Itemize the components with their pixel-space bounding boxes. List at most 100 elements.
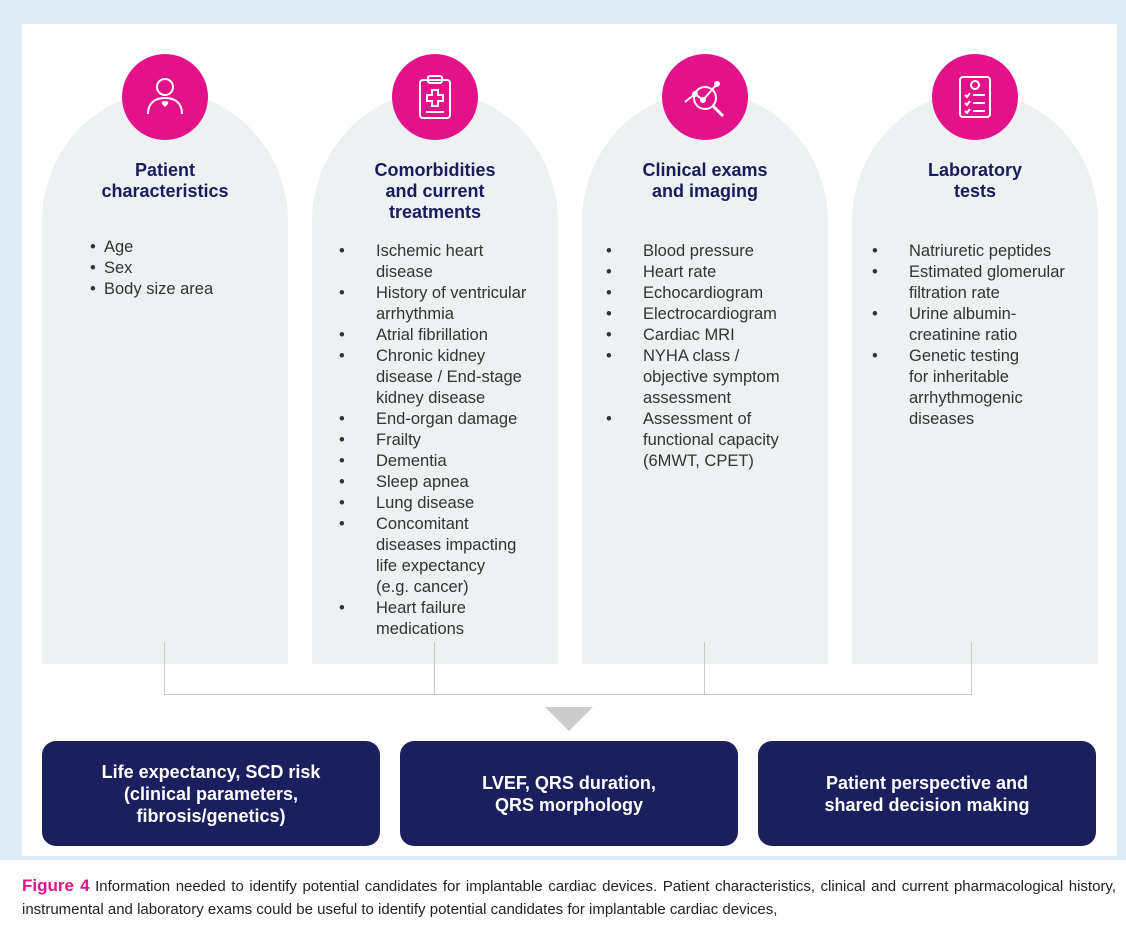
output-line: shared decision making (824, 794, 1030, 815)
list-item-line: Frailty (376, 431, 421, 449)
figure-panel: Patient characteristics Age Sex Body siz… (22, 24, 1117, 856)
list-item: Age (90, 237, 213, 258)
column-patient-characteristics: Patient characteristics Age Sex Body siz… (42, 54, 288, 664)
list-item-line: assessment (643, 389, 732, 407)
column-title-line: and current (385, 181, 485, 201)
column-title-line: characteristics (101, 181, 229, 201)
output-line: fibrosis/genetics) (136, 805, 286, 826)
list-item: Lung disease (339, 493, 526, 514)
list-item-line: Heart failure (376, 599, 466, 617)
list-item-line: Sleep apnea (376, 473, 469, 491)
list-item: Heart rate (606, 262, 780, 283)
list-item-line: Natriuretic peptides (909, 242, 1052, 260)
column-title: Clinical exams and imaging (582, 160, 828, 202)
list-item-line: kidney disease (376, 389, 486, 407)
output-line: (clinical parameters, (123, 783, 299, 804)
list-item-line: Cardiac MRI (643, 326, 735, 344)
output-box-life-expectancy: Life expectancy, SCD risk (clinical para… (42, 741, 380, 846)
list-item: End-organ damage (339, 409, 526, 430)
list-item: Genetic testing for inheritable arrhythmog… (872, 346, 1065, 430)
list-item-line: disease (376, 263, 433, 281)
list-item: Natriuretic peptides (872, 241, 1065, 262)
list-item: Body size area (90, 279, 213, 300)
list-item-line: medications (376, 620, 465, 638)
column-title-line: treatments (388, 202, 482, 222)
list-item-line: functional capacity (643, 431, 779, 449)
column-title: Comorbidities and current treatments (312, 160, 558, 223)
caption-line: Information needed to identify potential… (95, 878, 949, 895)
list-item-line: History of ventricular (376, 284, 527, 302)
column-title: Laboratory tests (852, 160, 1098, 202)
list-item-line: life expectancy (376, 557, 486, 575)
list-item-line: Atrial fibrillation (376, 326, 488, 344)
list-item: Urine albumin-creatinine ratio (872, 304, 1065, 346)
list-item: Frailty (339, 430, 526, 451)
list-item-line: Electrocardiogram (643, 305, 777, 323)
output-box-patient-perspective: Patient perspective and shared decision … (758, 741, 1096, 846)
column-clinical-exams: Clinical exams and imaging Blood pressur… (582, 54, 828, 664)
list-item-line: creatinine ratio (909, 326, 1018, 344)
list-item-line: Urine albumin- (909, 305, 1017, 323)
chart-magnifier-icon (662, 54, 748, 140)
caption-line: pharmacological history, instrumental an… (22, 878, 1116, 918)
output-box-lvef-qrs: LVEF, QRS duration, QRS morphology (400, 741, 738, 846)
column-title-line: Patient (134, 160, 195, 180)
output-line: Life expectancy, SCD risk (101, 761, 321, 782)
item-list: Ischemic heart diseaseHistory of ventricu… (339, 241, 526, 640)
column-title-line: tests (953, 181, 997, 201)
list-item-line: NYHA class / (643, 347, 740, 365)
list-item: History of ventricular arrhythmia (339, 283, 526, 325)
list-item: Blood pressure (606, 241, 780, 262)
connector-line (164, 642, 165, 694)
connector-line (434, 642, 435, 694)
column-title-line: Laboratory (927, 160, 1023, 180)
item-list: Blood pressureHeart rateEchocardiogramEl… (606, 241, 780, 472)
list-item-line: objective symptom (643, 368, 780, 386)
figure-label: Figure 4 (22, 876, 90, 895)
list-item: Echocardiogram (606, 283, 780, 304)
list-item-line: (e.g. cancer) (376, 578, 469, 596)
column-title-line: Clinical exams (642, 160, 768, 180)
list-item: NYHA class / objective symptom assessment (606, 346, 780, 409)
column-title-line: Comorbidities (374, 160, 496, 180)
output-line: QRS morphology (494, 794, 643, 815)
down-arrow-icon (545, 707, 593, 731)
connector-line (971, 642, 972, 694)
list-item-line: Heart rate (643, 263, 717, 281)
connector-line (704, 642, 705, 694)
output-line: Patient perspective and (825, 772, 1029, 793)
list-item-line: arrhythmia (376, 305, 454, 323)
list-item: Dementia (339, 451, 526, 472)
list-item-line: Dementia (376, 452, 447, 470)
list-item-line: Echocardiogram (643, 284, 764, 302)
list-item-line: for inheritable (909, 368, 1009, 386)
column-laboratory-tests: Laboratory tests Natriuretic peptidesEst… (852, 54, 1098, 664)
list-item-line: Blood pressure (643, 242, 754, 260)
list-item: Atrial fibrillation (339, 325, 526, 346)
item-list: Age Sex Body size area (90, 237, 213, 300)
list-item: Cardiac MRI (606, 325, 780, 346)
lab-report-checklist-icon (932, 54, 1018, 140)
column-comorbidities: Comorbidities and current treatments Isc… (312, 54, 558, 664)
column-title: Patient characteristics (42, 160, 288, 202)
clipboard-medical-cross-icon (392, 54, 478, 140)
list-item-line: Genetic testing (909, 347, 1020, 365)
list-item-line: diseases (909, 410, 975, 428)
list-item-line: arrhythmogenic (909, 389, 1023, 407)
list-item: Chronic kidney disease / End-stage kidney … (339, 346, 526, 409)
list-item-line: Ischemic heart (376, 242, 484, 260)
list-item-line: filtration rate (909, 284, 1000, 302)
person-heart-icon (122, 54, 208, 140)
list-item: Ischemic heart disease (339, 241, 526, 283)
list-item-line: diseases impacting (376, 536, 517, 554)
figure-caption: Figure 4 Information needed to identify … (22, 874, 1116, 921)
list-item: Sleep apnea (339, 472, 526, 493)
list-item: Heart failure medications (339, 598, 526, 640)
list-item-line: disease / End-stage (376, 368, 522, 386)
list-item: Sex (90, 258, 213, 279)
list-item-line: Chronic kidney (376, 347, 486, 365)
connector-line (164, 694, 972, 695)
